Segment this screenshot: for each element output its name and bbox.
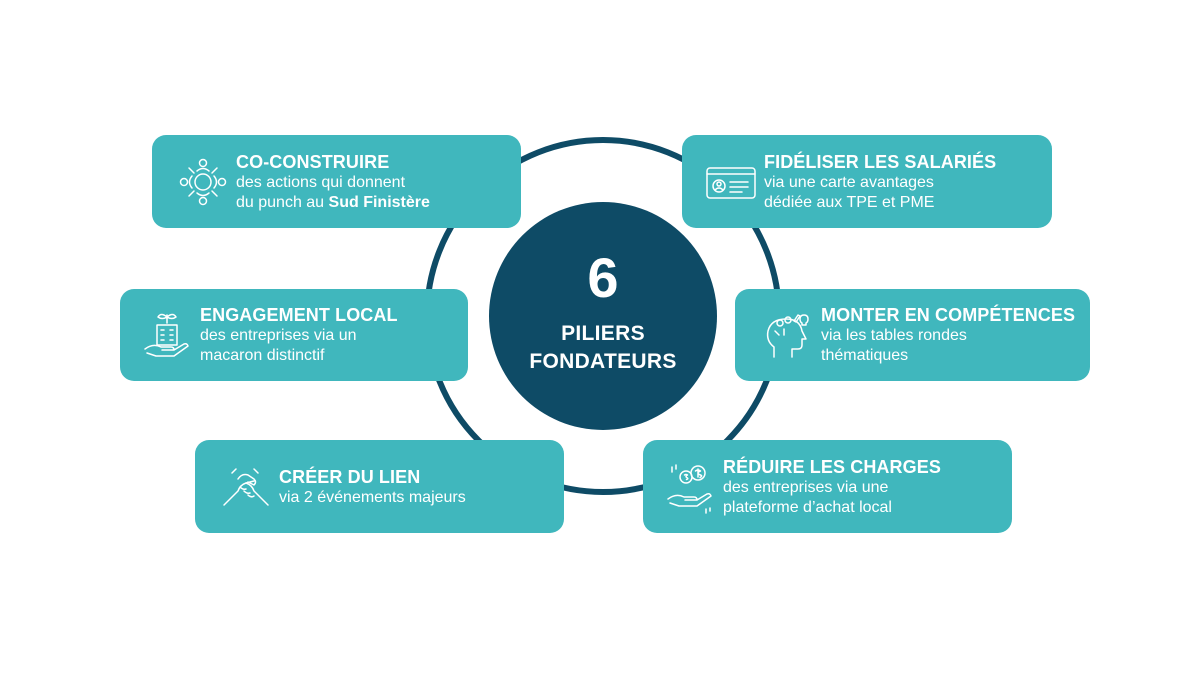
center-number: 6 xyxy=(587,246,619,309)
pillar-card-monter-en-competences: MONTER EN COMPÉTENCES via les tables ron… xyxy=(735,289,1090,381)
pillar-desc-line-1: des entreprises via un xyxy=(200,327,357,344)
pillar-desc-line-2: macaron distinctif xyxy=(200,347,325,364)
pillar-title: ENGAGEMENT LOCAL xyxy=(200,305,398,325)
pillar-card-engagement-local: ENGAGEMENT LOCAL des entreprises via un … xyxy=(120,289,468,381)
pillar-desc-line-1: via une carte avantages xyxy=(764,173,934,191)
pillar-desc-line-1: des entreprises via une xyxy=(723,478,889,496)
pillar-title: RÉDUIRE LES CHARGES xyxy=(723,456,941,477)
pillar-card-fideliser: FIDÉLISER LES SALARIÉS via une carte ava… xyxy=(682,135,1052,228)
pillar-desc-line-2: thématiques xyxy=(821,347,909,364)
head-ideas-icon xyxy=(755,307,821,363)
pillar-title: MONTER EN COMPÉTENCES xyxy=(821,305,1076,325)
pillar-desc-line-1: via les tables rondes xyxy=(821,327,967,344)
pillar-title: CO-CONSTRUIRE xyxy=(236,151,390,172)
pillar-title: FIDÉLISER LES SALARIÉS xyxy=(764,151,997,172)
center-line-2: FONDATEURS xyxy=(529,350,677,373)
pillar-card-reduire-les-charges: RÉDUIRE LES CHARGES des entreprises via … xyxy=(643,440,1012,533)
pillar-desc-line-2: du punch au Sud Finistère xyxy=(236,193,430,211)
center-line-1: PILIERS xyxy=(561,322,645,345)
pillar-card-creer-du-lien: CRÉER DU LIEN via 2 événements majeurs xyxy=(195,440,564,533)
pillar-desc-line-2: dédiée aux TPE et PME xyxy=(764,193,935,211)
handshake-icon xyxy=(213,459,279,515)
pillar-desc-line-2: plateforme d’achat local xyxy=(723,498,892,516)
pillar-desc-line-1: des actions qui donnent xyxy=(236,173,406,191)
hand-coins-icon xyxy=(657,459,723,515)
pillar-card-co-construire: CO-CONSTRUIRE des actions qui donnent du… xyxy=(152,135,521,228)
pillar-title: CRÉER DU LIEN xyxy=(279,466,421,487)
collaboration-people-icon xyxy=(170,154,236,210)
highlight-sud-finistere: Sud Finistère xyxy=(328,193,430,211)
pillar-desc-line-1: via 2 événements majeurs xyxy=(279,488,466,506)
center-circle: 6 PILIERS FONDATEURS xyxy=(489,202,717,430)
id-card-icon xyxy=(698,154,764,210)
hand-plant-building-icon xyxy=(134,307,200,363)
